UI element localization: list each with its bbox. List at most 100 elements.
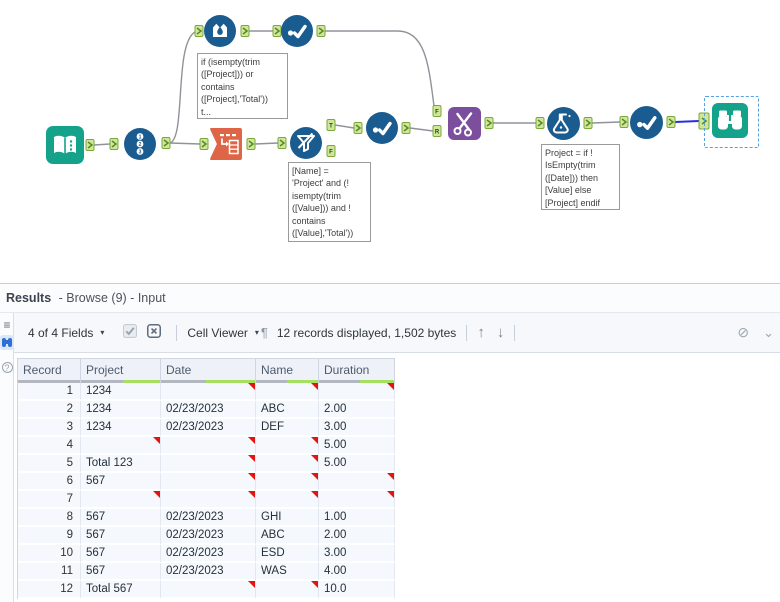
column-header-record[interactable]: Record (18, 358, 81, 383)
cell-record[interactable]: 8 (18, 509, 81, 527)
deselect-all-icon[interactable] (147, 323, 162, 341)
conn-input-recordid[interactable] (93, 143, 111, 146)
cell-project[interactable]: 1234 (81, 401, 161, 419)
anchor-filter_false[interactable]: F (326, 145, 336, 157)
cell-duration[interactable]: 4.00 (319, 563, 395, 581)
cell-name[interactable] (256, 437, 319, 455)
cell-record[interactable]: 7 (18, 491, 81, 509)
browse-view-icon[interactable] (0, 335, 14, 350)
annotation-filter-expression[interactable]: [Name] = 'Project' and (! isempty(trim (… (288, 162, 371, 242)
select-tool-2[interactable] (366, 112, 398, 149)
cell-viewer-dropdown[interactable]: Cell Viewer ▾ (187, 325, 259, 340)
connection-anchor[interactable] (583, 117, 593, 129)
scroll-down-icon[interactable]: ↓ (496, 324, 505, 341)
cell-duration[interactable]: 5.00 (319, 455, 395, 473)
conn-select1-scissors[interactable] (325, 30, 435, 107)
connection-anchor[interactable] (401, 122, 411, 134)
scissors-macro-tool[interactable] (448, 107, 481, 145)
connection-anchor[interactable] (161, 137, 171, 149)
cell-date[interactable]: 02/23/2023 (161, 527, 256, 545)
select-tool-1[interactable] (281, 15, 313, 52)
cell-project[interactable]: 567 (81, 473, 161, 491)
cell-name[interactable]: ABC (256, 527, 319, 545)
cell-name[interactable]: ESD (256, 545, 319, 563)
cell-date[interactable]: 02/23/2023 (161, 419, 256, 437)
cell-duration[interactable]: 5.00 (319, 437, 395, 455)
conn-recordid-texttocolumns[interactable] (169, 142, 201, 145)
cell-date[interactable]: 02/23/2023 (161, 563, 256, 581)
cell-record[interactable]: 1 (18, 383, 81, 401)
input-data-tool[interactable] (46, 126, 84, 169)
cell-name[interactable]: DEF (256, 419, 319, 437)
conn-select2-scissors[interactable] (409, 127, 434, 132)
conn-formula-select3[interactable] (591, 121, 621, 124)
cell-duration[interactable]: 2.00 (319, 401, 395, 419)
cell-duration[interactable]: 3.00 (319, 545, 395, 563)
column-header-duration[interactable]: Duration (319, 358, 395, 383)
cell-date[interactable]: 02/23/2023 (161, 509, 256, 527)
cell-record[interactable]: 9 (18, 527, 81, 545)
connection-anchor[interactable] (484, 117, 494, 129)
connection-anchor[interactable] (353, 122, 363, 134)
cell-date[interactable] (161, 437, 256, 455)
cell-date[interactable] (161, 581, 256, 599)
cell-date[interactable]: 02/23/2023 (161, 545, 256, 563)
cell-name[interactable] (256, 581, 319, 599)
cell-date[interactable] (161, 383, 256, 401)
annotation-formula-expression[interactable]: Project = if ! IsEmpty(trim ([Date])) th… (541, 144, 620, 210)
browse-tool[interactable] (712, 103, 748, 143)
conn-filter-select2[interactable] (334, 124, 355, 129)
anchor-filter_true[interactable]: T (326, 119, 336, 131)
anchor-scissors_top[interactable]: F (432, 105, 442, 117)
connection-anchor[interactable] (246, 138, 256, 150)
anchor-scissors_bottom[interactable]: R (432, 125, 442, 137)
column-header-date[interactable]: Date (161, 358, 256, 383)
connection-anchor[interactable] (109, 138, 119, 150)
cell-project[interactable] (81, 437, 161, 455)
connection-anchor[interactable] (194, 25, 204, 37)
no-symbol-icon[interactable]: ⊘ (737, 324, 750, 340)
cell-duration[interactable] (319, 491, 395, 509)
cell-name[interactable] (256, 383, 319, 401)
cell-project[interactable]: Total 123 (81, 455, 161, 473)
conn-select3-browse-selected[interactable] (674, 120, 700, 123)
fields-dropdown[interactable]: 4 of 4 Fields ▾ (28, 325, 105, 340)
cell-date[interactable] (161, 473, 256, 491)
connection-anchor[interactable] (316, 25, 326, 37)
cell-record[interactable]: 11 (18, 563, 81, 581)
menu-icon[interactable]: ≡ (3, 318, 11, 332)
cell-record[interactable]: 12 (18, 581, 81, 599)
cell-name[interactable] (256, 455, 319, 473)
column-header-project[interactable]: Project (81, 358, 161, 383)
cell-duration[interactable]: 1.00 (319, 509, 395, 527)
connection-anchor[interactable] (199, 138, 209, 150)
chevron-down-icon[interactable]: ⌄ (763, 324, 774, 340)
cell-name[interactable]: ABC (256, 401, 319, 419)
cell-record[interactable]: 3 (18, 419, 81, 437)
cell-date[interactable] (161, 491, 256, 509)
cell-record[interactable]: 4 (18, 437, 81, 455)
conn-recordid-cleansing[interactable] (169, 31, 196, 144)
connection-anchor[interactable] (277, 137, 287, 149)
select-all-checkbox-icon[interactable] (123, 324, 138, 341)
cell-project[interactable]: 567 (81, 545, 161, 563)
column-header-name[interactable]: Name (256, 358, 319, 383)
record-id-tool[interactable]: 1 2 3 (124, 128, 156, 165)
cell-project[interactable]: 1234 (81, 419, 161, 437)
annotation-cleansing-expression[interactable]: if (isempty(trim ([Project])) or contain… (197, 53, 288, 119)
cell-duration[interactable]: 3.00 (319, 419, 395, 437)
cell-duration[interactable] (319, 473, 395, 491)
cell-date[interactable]: 02/23/2023 (161, 401, 256, 419)
connection-anchor[interactable] (535, 117, 545, 129)
cell-project[interactable]: 567 (81, 509, 161, 527)
connection-anchor[interactable] (272, 25, 282, 37)
cell-record[interactable]: 6 (18, 473, 81, 491)
cell-name[interactable]: WAS (256, 563, 319, 581)
connection-anchor[interactable] (666, 116, 676, 128)
cell-duration[interactable]: 10.0 (319, 581, 395, 599)
cell-name[interactable]: GHI (256, 509, 319, 527)
formula-tool[interactable] (547, 107, 580, 145)
cell-project[interactable]: 567 (81, 563, 161, 581)
cell-record[interactable]: 10 (18, 545, 81, 563)
